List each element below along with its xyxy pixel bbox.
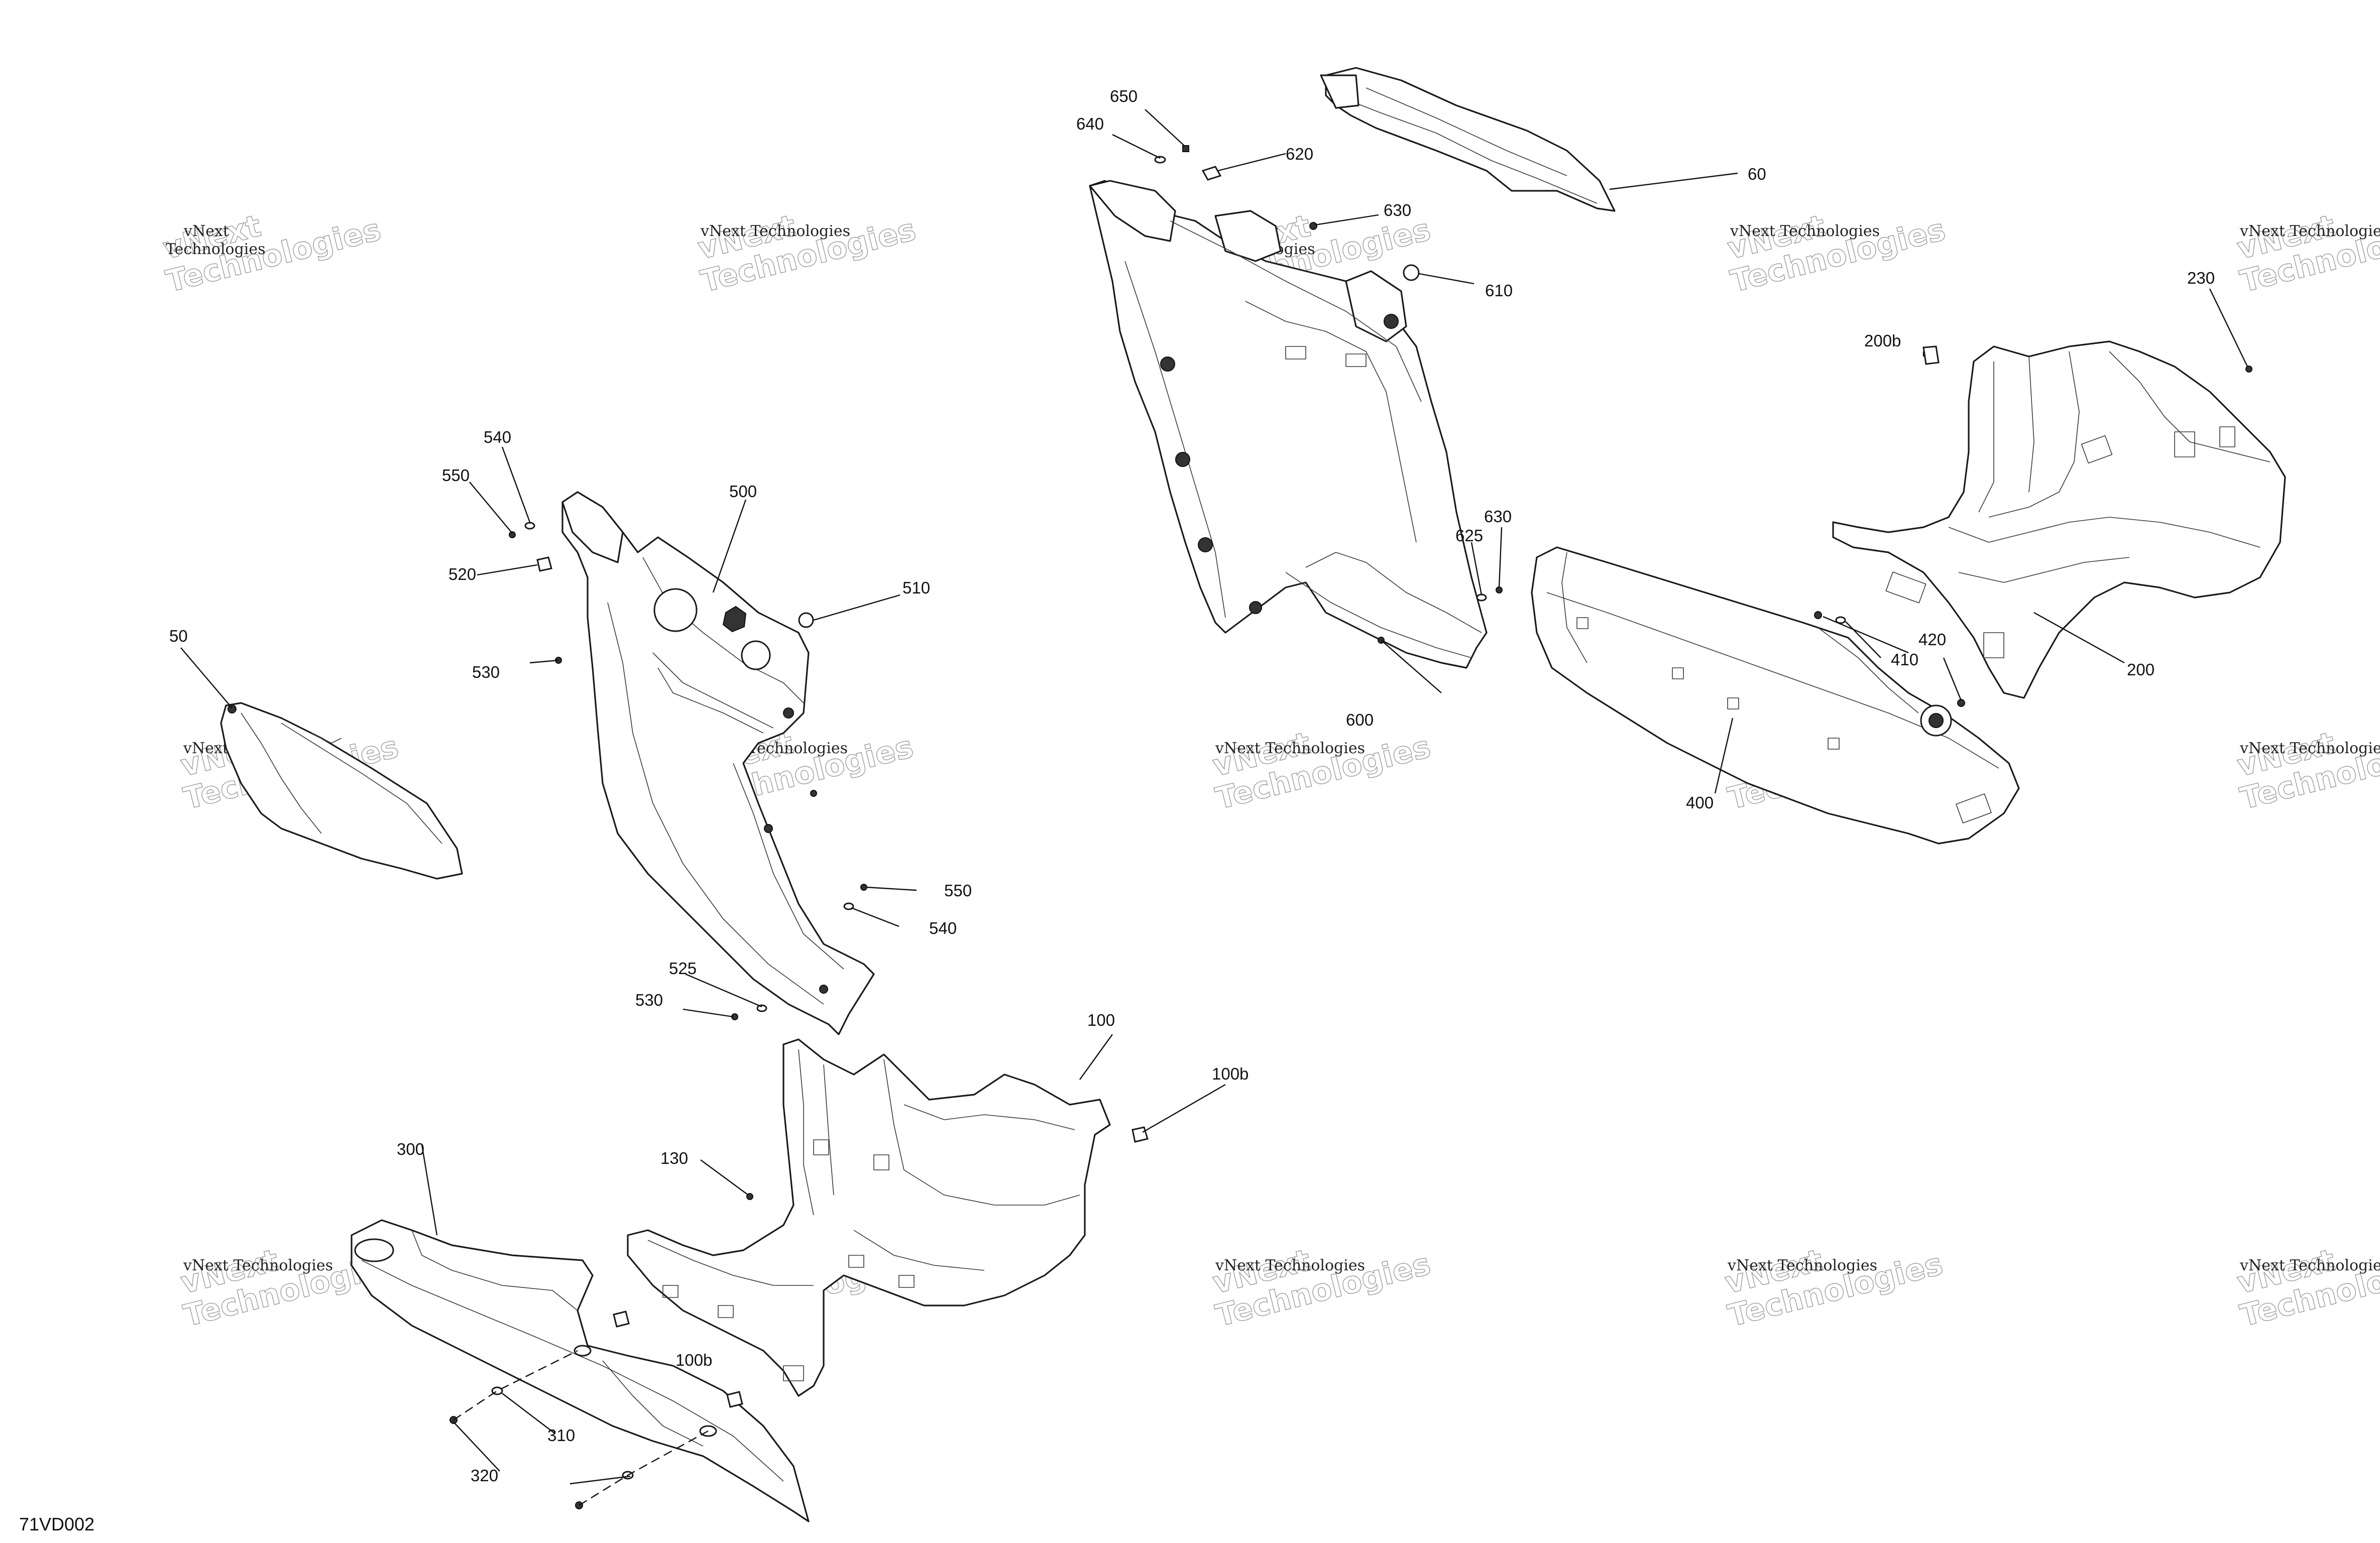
- callout-420: 420: [1918, 630, 1946, 649]
- callout-625: 625: [1455, 526, 1483, 545]
- fastener-230: [2245, 366, 2252, 373]
- part-50-left-cover: [220, 702, 463, 880]
- fastener-100b-right: [1131, 1126, 1149, 1143]
- watermark-text: vNext Technologies: [1727, 1257, 1877, 1274]
- watermark: vNext Technologies vNext Technologies: [2233, 725, 2380, 817]
- callout-100b-right: 100b: [1212, 1064, 1249, 1083]
- fastener-420: [1814, 611, 1822, 619]
- part-600-center-console: [1089, 180, 1488, 669]
- watermark: vNext Technologies vNext Technologies: [2233, 1242, 2380, 1334]
- part-100-floor-panel: [627, 1038, 1111, 1397]
- assembly-lines: [453, 1350, 709, 1506]
- fastener-550-upper: [509, 531, 516, 538]
- callout-300: 300: [397, 1140, 424, 1158]
- callout-50: 50: [169, 627, 188, 645]
- document-id: 71VD002: [19, 1514, 94, 1534]
- part-500-left-front-panel: [561, 491, 875, 1035]
- callout-540-lower: 540: [929, 919, 957, 937]
- watermark: vNext Technologies vNext Technologies: [1721, 1242, 1947, 1334]
- callout-100b-left: 100b: [675, 1351, 712, 1369]
- callout-510: 510: [902, 578, 930, 597]
- callout-100: 100: [1087, 1011, 1115, 1029]
- watermark-text: vNext Technologies: [700, 222, 850, 240]
- watermark-text: vNext Technologies: [1730, 222, 1880, 240]
- watermark: vNext Technologies vNext Technologies: [1724, 208, 1949, 300]
- watermark-text: vNext Technologies: [1215, 1257, 1365, 1274]
- callout-530-lower: 530: [635, 991, 663, 1009]
- callout-630-lower: 630: [1484, 507, 1512, 526]
- callout-525: 525: [669, 959, 697, 978]
- callout-610: 610: [1485, 281, 1513, 300]
- fastener-650: [1182, 145, 1189, 152]
- part-200-right-rear-panel: [1832, 340, 2286, 699]
- watermark-text-line1: vNext: [183, 222, 229, 240]
- callout-130: 130: [660, 1149, 688, 1167]
- callout-400: 400: [1686, 793, 1714, 812]
- watermark: vNext Technologies vNext Technologies: [694, 208, 920, 300]
- fastener-510: [798, 612, 814, 628]
- watermark: vNext Technologies vNext Technologies: [2233, 208, 2380, 300]
- fastener-640: [1154, 156, 1166, 164]
- callout-540-upper: 540: [484, 428, 511, 446]
- fastener-540-upper: [524, 522, 535, 530]
- fastener-410: [1835, 616, 1846, 624]
- fastener-525: [756, 1004, 767, 1012]
- fastener-550-lower: [860, 884, 867, 891]
- fastener-100b-left-a: [613, 1311, 630, 1328]
- fastener-520: [536, 556, 552, 572]
- fastener-610: [1403, 264, 1420, 281]
- watermark: vNext Technologies vNext Technologies: [1209, 1242, 1434, 1334]
- watermark-text: vNext Technologies: [2239, 1257, 2380, 1274]
- callout-640: 640: [1076, 114, 1104, 133]
- leader-lines: [180, 109, 2248, 1485]
- callout-200: 200: [2127, 660, 2155, 679]
- fastener-625: [1476, 594, 1487, 602]
- watermark-text: vNext Technologies: [183, 1257, 333, 1274]
- callout-630-upper: 630: [1384, 201, 1411, 219]
- callout-650: 650: [1110, 87, 1138, 105]
- callout-600: 600: [1346, 710, 1374, 729]
- fastener-540-lower: [843, 902, 854, 910]
- fastener-mid: [810, 790, 817, 797]
- callout-60: 60: [1748, 165, 1766, 183]
- fastener-630-lower: [1496, 586, 1503, 594]
- watermark-text: vNext Technologies: [1215, 740, 1365, 757]
- fastener-420-b: [1957, 699, 1965, 707]
- fastener-100b-left-b: [726, 1391, 743, 1408]
- watermark-text-line2: Technologies: [166, 241, 266, 258]
- callouts: 50 60 100 100b 130 200 200b 230 300 100b…: [169, 87, 2215, 1485]
- callout-520: 520: [448, 565, 476, 583]
- part-60-upper-fairing: [1320, 67, 1616, 212]
- callout-620: 620: [1286, 145, 1313, 163]
- callout-200b: 200b: [1864, 331, 1901, 350]
- callout-320: 320: [471, 1466, 498, 1485]
- callout-500: 500: [729, 482, 757, 501]
- fastener-200b: [1922, 345, 1940, 365]
- callout-310: 310: [547, 1426, 575, 1445]
- fastener-630-upper: [1309, 222, 1317, 230]
- watermark: vNext Technologies vNext Technologies: [1209, 725, 1434, 817]
- watermark-text: vNext Technologies: [2239, 740, 2380, 757]
- fastener-620: [1201, 166, 1222, 181]
- callout-530-upper: 530: [472, 663, 500, 681]
- callout-230: 230: [2187, 269, 2215, 287]
- part-400-side-rail: [1531, 546, 2020, 845]
- watermark-text: vNext Technologies: [2239, 222, 2380, 240]
- callout-410: 410: [1891, 650, 1918, 669]
- callout-550-upper: 550: [442, 466, 470, 485]
- callout-550-lower: 550: [944, 881, 972, 900]
- watermark: vNext Technologies vNext Technologies: [159, 208, 385, 300]
